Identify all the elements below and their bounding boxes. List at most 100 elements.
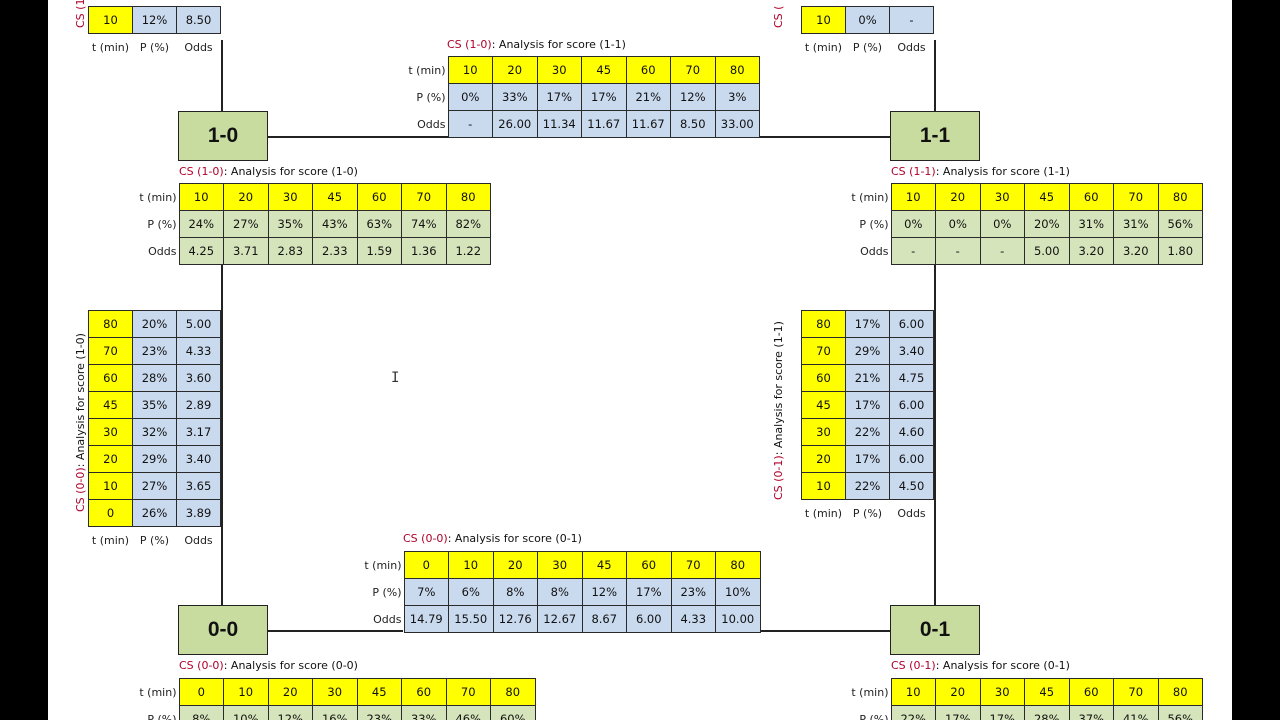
p-cell: 29%: [845, 337, 890, 365]
t-cell: 45: [1024, 183, 1070, 211]
p-cell: 27%: [223, 210, 269, 238]
odds-cell: 4.75: [889, 364, 934, 392]
t-cell: 0: [88, 499, 133, 527]
p-cell: 28%: [1024, 705, 1070, 720]
t-cell: 60: [401, 678, 447, 706]
p-cell: 56%: [1157, 210, 1203, 238]
column-label: P (%): [852, 506, 883, 520]
connector-line: [221, 264, 223, 606]
p-cell: 17%: [935, 705, 981, 720]
p-cell: 17%: [536, 83, 582, 111]
t-cell: 10: [88, 472, 133, 500]
p-cell: 29%: [132, 445, 177, 473]
p-cell: 0%: [935, 210, 981, 238]
row-label: P (%): [859, 712, 889, 720]
t-cell: 45: [88, 391, 133, 419]
t-cell: 70: [401, 183, 447, 211]
row-label: P (%): [372, 585, 402, 599]
table-title: CS (1-1): Analysis for score (1-1): [891, 165, 1070, 178]
t-cell: 60: [88, 364, 133, 392]
p-cell: 33%: [492, 83, 538, 111]
t-cell: 45: [801, 391, 846, 419]
t-cell: 60: [1068, 678, 1114, 706]
p-cell: 17%: [845, 445, 890, 473]
row-label: Odds: [373, 612, 402, 626]
p-cell: 0%: [979, 210, 1025, 238]
t-cell: 80: [801, 310, 846, 338]
odds-cell: -: [979, 237, 1025, 265]
row-label: P (%): [859, 217, 889, 231]
p-cell: 41%: [1113, 705, 1159, 720]
row-label: t (min): [408, 63, 446, 77]
odds-cell: 4.33: [670, 605, 716, 633]
odds-cell: 4.33: [176, 337, 221, 365]
connector-line: [268, 136, 448, 138]
t-cell: 60: [1068, 183, 1114, 211]
p-cell: 20%: [1024, 210, 1070, 238]
p-cell: 8%: [537, 578, 583, 606]
t-cell: 30: [536, 56, 582, 84]
odds-cell: 1.22: [445, 237, 491, 265]
odds-cell: 5.00: [1024, 237, 1070, 265]
t-cell: 20: [492, 551, 538, 579]
score-node-1-0: 1-0: [178, 111, 268, 161]
table-title: CS (0-0): Analysis for score (0-0): [179, 659, 358, 672]
t-cell: 80: [490, 678, 536, 706]
p-cell: 33%: [401, 705, 447, 720]
t-cell: 60: [626, 551, 672, 579]
connector-line: [268, 630, 403, 632]
vertical-table-title: CS (0-1): Analysis for score (1-1): [772, 321, 785, 500]
t-cell: 10: [801, 472, 846, 500]
p-cell: 22%: [845, 472, 890, 500]
p-cell: 0%: [890, 210, 936, 238]
p-cell: 23%: [356, 705, 402, 720]
t-cell: 30: [267, 183, 313, 211]
odds-cell: 3.60: [176, 364, 221, 392]
column-label: Odds: [184, 533, 213, 547]
odds-cell: 3.71: [223, 237, 269, 265]
row-label: P (%): [147, 712, 177, 720]
t-cell: 45: [581, 56, 627, 84]
score-node-1-1: 1-1: [890, 111, 980, 161]
p-cell: 17%: [845, 310, 890, 338]
odds-cell: -: [935, 237, 981, 265]
odds-cell: 11.67: [581, 110, 627, 138]
p-cell: 22%: [845, 418, 890, 446]
t-cell: 20: [88, 445, 133, 473]
odds-cell: 1.36: [401, 237, 447, 265]
odds-cell: 3.40: [889, 337, 934, 365]
odds-cell: 3.89: [176, 499, 221, 527]
odds-cell: -: [447, 110, 493, 138]
p-cell: 17%: [626, 578, 672, 606]
t-cell: 0: [178, 678, 224, 706]
connector-line: [758, 630, 892, 632]
p-cell: 10%: [715, 578, 761, 606]
t-cell: 45: [312, 183, 358, 211]
t-cell: 70: [670, 56, 716, 84]
t-cell: 20: [492, 56, 538, 84]
t-cell: 70: [445, 678, 491, 706]
partial-vertical-title: CS (: [772, 5, 785, 28]
t-cell: 60: [356, 183, 402, 211]
p-cell: 8%: [492, 578, 538, 606]
p-cell: 3%: [714, 83, 760, 111]
partial-vertical-title: CS (1: [74, 0, 87, 28]
p-cell: 21%: [845, 364, 890, 392]
t-cell: 70: [1113, 183, 1159, 211]
column-label: Odds: [897, 506, 926, 520]
odds-cell: 3.20: [1068, 237, 1114, 265]
odds-cell: 11.34: [536, 110, 582, 138]
odds-cell: 3.40: [176, 445, 221, 473]
t-cell: 30: [801, 418, 846, 446]
connector-line: [758, 136, 892, 138]
odds-cell: 2.33: [312, 237, 358, 265]
odds-cell: 26.00: [492, 110, 538, 138]
t-cell: 45: [1024, 678, 1070, 706]
p-cell: 24%: [178, 210, 224, 238]
